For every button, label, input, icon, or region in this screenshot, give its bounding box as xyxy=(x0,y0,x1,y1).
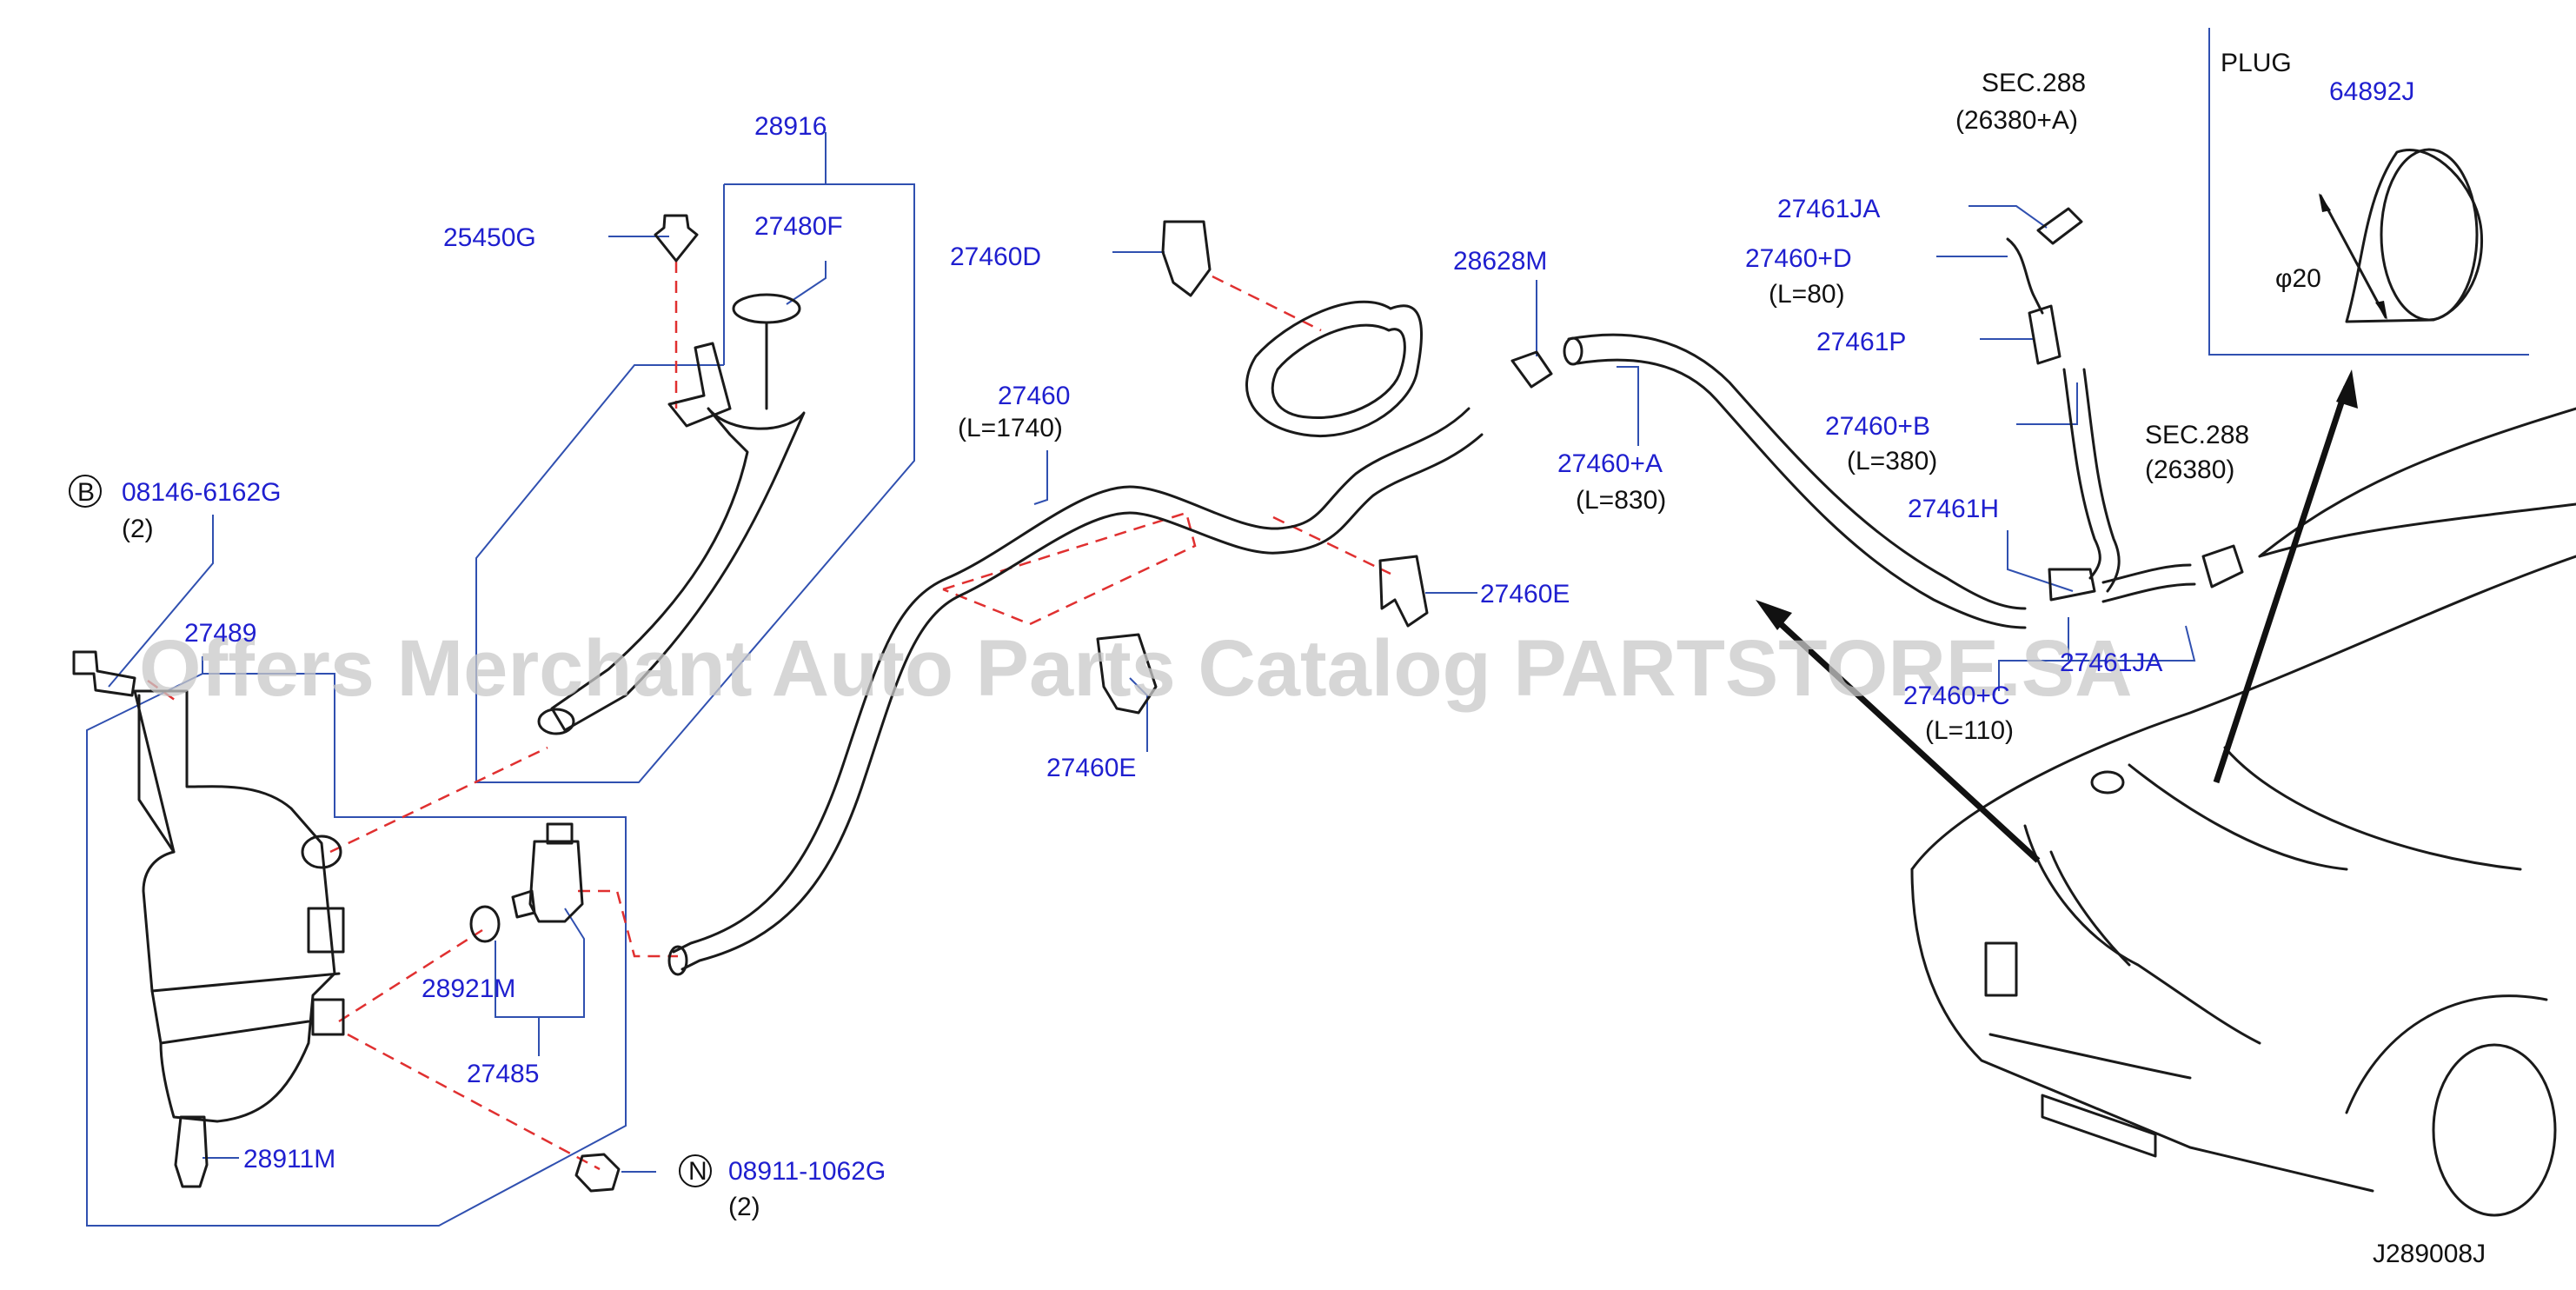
label-sec288-b-ref: (26380) xyxy=(2145,455,2234,484)
label-08911-qty: (2) xyxy=(728,1193,760,1221)
label-27460d[interactable]: 27460D xyxy=(950,243,1041,271)
label-27461ja-bottom[interactable]: 27461JA xyxy=(2060,648,2162,677)
label-sec288-a[interactable]: SEC.288 xyxy=(1982,69,2086,97)
label-27461ja-top[interactable]: 27461JA xyxy=(1777,195,1880,223)
label-27460-b-length: (L=380) xyxy=(1847,447,1937,475)
label-27460-b[interactable]: 27460+B xyxy=(1825,412,1930,441)
label-sec288-b[interactable]: SEC.288 xyxy=(2145,421,2249,449)
label-08911-1062g[interactable]: 08911-1062G xyxy=(728,1157,886,1186)
inset-title: PLUG xyxy=(2221,49,2292,77)
label-27461p[interactable]: 27461P xyxy=(1816,328,1906,356)
marker-n-circle xyxy=(679,1154,712,1187)
label-27460e-right[interactable]: 27460E xyxy=(1480,580,1570,608)
label-27460-d-length: (L=80) xyxy=(1769,280,1845,309)
label-27460-c-length: (L=110) xyxy=(1925,716,2014,745)
marker-b-circle xyxy=(69,475,102,508)
label-27460-d[interactable]: 27460+D xyxy=(1745,244,1852,273)
label-27489[interactable]: 27489 xyxy=(184,619,256,648)
label-28628m[interactable]: 28628M xyxy=(1453,247,1547,276)
marker-n-letter: N xyxy=(688,1157,707,1186)
label-27460-c[interactable]: 27460+C xyxy=(1903,682,2010,710)
label-27461h[interactable]: 27461H xyxy=(1908,495,1999,523)
marker-b-letter: B xyxy=(77,478,95,507)
label-27460-a-length: (L=830) xyxy=(1576,486,1666,515)
label-27460-a[interactable]: 27460+A xyxy=(1557,449,1663,478)
label-64892j[interactable]: 64892J xyxy=(2329,77,2414,106)
watermark: Offers Merchant Auto Parts Catalog PARTS… xyxy=(139,624,2133,713)
label-25450g[interactable]: 25450G xyxy=(443,223,536,252)
label-27460[interactable]: 27460 xyxy=(998,382,1070,410)
label-27460-length: (L=1740) xyxy=(958,414,1063,442)
label-27485[interactable]: 27485 xyxy=(467,1060,539,1088)
label-08146-6162g[interactable]: 08146-6162G xyxy=(122,478,282,507)
label-08146-qty: (2) xyxy=(122,515,154,543)
direction-arrows xyxy=(1756,369,2358,863)
label-27480f[interactable]: 27480F xyxy=(754,212,843,241)
alignment-lines xyxy=(147,261,1391,1171)
label-28916[interactable]: 28916 xyxy=(754,112,827,141)
label-27460e-bottom[interactable]: 27460E xyxy=(1046,754,1136,782)
part-labels: 28916 25450G 27480F 27460D 27460 (L=1740… xyxy=(77,49,2486,1268)
label-28921m[interactable]: 28921M xyxy=(422,974,515,1003)
diagram-id: J289008J xyxy=(2373,1240,2486,1268)
inset-dimension: φ20 xyxy=(2275,264,2321,293)
label-28911m[interactable]: 28911M xyxy=(243,1145,335,1174)
part-drawings xyxy=(72,148,2576,1217)
label-sec288-a-ref: (26380+A) xyxy=(1955,106,2078,135)
